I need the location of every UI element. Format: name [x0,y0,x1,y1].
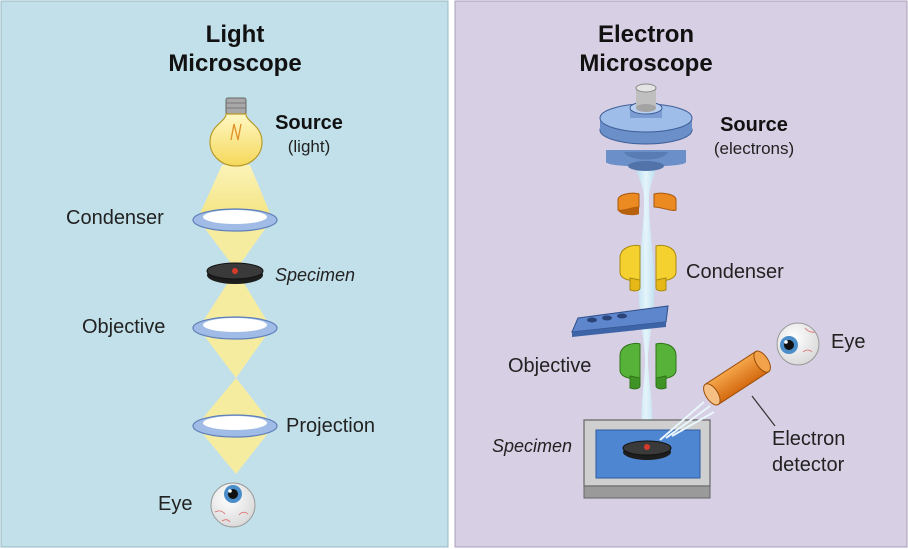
electron-title-line2: Microscope [579,50,712,77]
scattered-electron-rays [659,401,715,441]
light-condenser-label: Condenser [66,207,164,229]
electron-objective-label: Objective [508,355,591,377]
light-bulb-icon [209,97,263,167]
electron-condenser-label: Condenser [686,261,784,283]
light-source-sublabel: (light) [288,137,331,156]
electron-eye-icon [776,322,820,366]
light-eye-label: Eye [158,493,192,515]
light-projection-lens [192,414,278,438]
light-microscope-panel: Light Microscope Source (light) Condense… [0,0,449,548]
electron-specimen-stage [583,419,711,499]
electron-beam [633,158,659,440]
electron-eye-label: Eye [831,331,865,353]
light-projection-label: Projection [286,415,375,437]
electron-specimen-label: Specimen [492,436,572,456]
detector-leader-line [751,395,776,427]
electron-detector-label-line1: Electron [772,428,845,450]
light-specimen-label: Specimen [275,265,355,285]
light-title-line2: Microscope [168,50,301,77]
light-eye-icon [210,482,256,528]
electron-detector-label-line2: detector [772,454,845,476]
light-source-label: Source [275,112,343,134]
electron-source-label: Source [720,114,788,136]
light-objective-lens [192,316,278,340]
light-condenser-lens [192,208,278,232]
light-beam [198,165,272,474]
electron-aperture [617,192,677,216]
light-title-line1: Light [206,21,265,48]
electron-source-sublabel: (electrons) [714,139,794,158]
light-objective-label: Objective [82,316,165,338]
electron-microscope-panel: Electron Microscope Source (electrons) [454,0,908,548]
light-specimen-slide [206,262,264,284]
electron-objective-lens [619,342,677,390]
electron-gun-icon [599,83,693,171]
electron-title-line1: Electron [598,21,694,48]
electron-detector-icon [703,350,771,406]
electron-specimen-holder [571,305,669,337]
electron-condenser-lens [619,244,677,292]
